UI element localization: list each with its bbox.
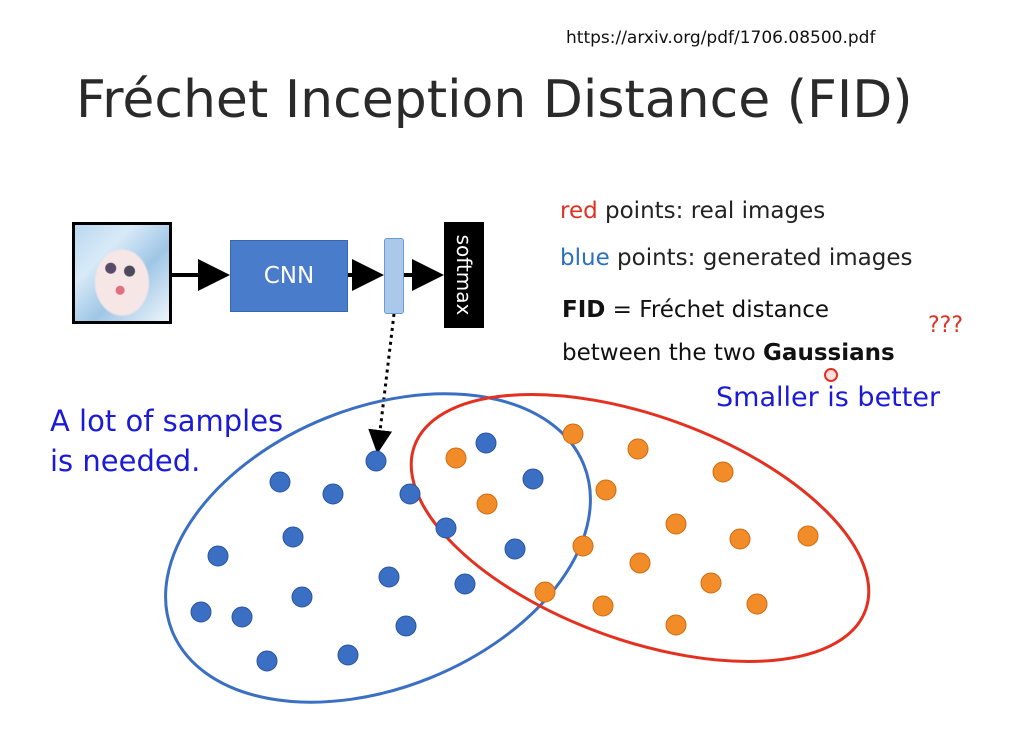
legend-red-line: red points: real images [560, 198, 825, 224]
real-point [627, 438, 649, 460]
generated-point [231, 606, 253, 628]
real-point [700, 572, 722, 594]
generated-point [322, 483, 344, 505]
generated-point [282, 526, 304, 548]
question-marks: ??? [928, 313, 964, 338]
real-point [665, 513, 687, 535]
legend-blue-line: blue points: generated images [560, 245, 912, 271]
fid-definition-line1: FID = Fréchet distance [562, 297, 829, 323]
real-point [797, 525, 819, 547]
real-point [746, 593, 768, 615]
fid-definition-line2: between the two Gaussians [562, 340, 895, 366]
real-point [534, 581, 556, 603]
pointer-cursor-icon [824, 368, 838, 382]
fid-line2-text: between the two [562, 340, 764, 366]
generated-point [435, 517, 457, 539]
generated-point [269, 471, 291, 493]
generated-point [190, 601, 212, 623]
real-point [562, 423, 584, 445]
real-point [592, 595, 614, 617]
generated-point [365, 450, 387, 472]
generated-gaussian-ellipse [164, 392, 592, 704]
dotted-arrow-feature-to-sample [368, 313, 396, 454]
input-image-thumbnail [72, 222, 172, 324]
real-point [595, 479, 617, 501]
generated-point [291, 586, 313, 608]
generated-point [256, 650, 278, 672]
fid-line1-text: = Fréchet distance [605, 297, 830, 323]
generated-point [454, 573, 476, 595]
generated-point [504, 538, 526, 560]
real-point [572, 535, 594, 557]
generated-point [207, 545, 229, 567]
fid-word: FID [562, 297, 606, 323]
samples-note-line2: is needed. [50, 444, 201, 478]
real-point [665, 614, 687, 636]
legend-blue-text: points: generated images [609, 245, 913, 271]
legend-red-word: red [560, 198, 598, 224]
softmax-box: softmax [444, 222, 484, 328]
real-point [445, 447, 467, 469]
slide-title: Fréchet Inception Distance (FID) [76, 70, 913, 130]
legend-red-text: points: real images [597, 198, 826, 224]
generated-point [522, 468, 544, 490]
generated-point [399, 483, 421, 505]
real-point [629, 552, 651, 574]
gaussians-word: Gaussians [763, 340, 895, 366]
softmax-label: softmax [452, 234, 476, 316]
source-url[interactable]: https://arxiv.org/pdf/1706.08500.pdf [566, 28, 876, 48]
real-point [476, 493, 498, 515]
generated-point [475, 432, 497, 454]
real-points [445, 423, 819, 636]
samples-note-line1: A lot of samples [50, 404, 284, 438]
cnn-label: CNN [263, 263, 315, 289]
real-gaussian-ellipse [409, 393, 871, 663]
generated-point [378, 566, 400, 588]
smaller-is-better-note: Smaller is better [716, 382, 941, 413]
feature-vector-box [384, 238, 404, 314]
generated-point [395, 615, 417, 637]
real-point [712, 461, 734, 483]
legend-blue-word: blue [560, 245, 610, 271]
generated-points [190, 432, 544, 672]
real-point [729, 528, 751, 550]
cnn-box: CNN [230, 240, 348, 312]
generated-point [337, 644, 359, 666]
